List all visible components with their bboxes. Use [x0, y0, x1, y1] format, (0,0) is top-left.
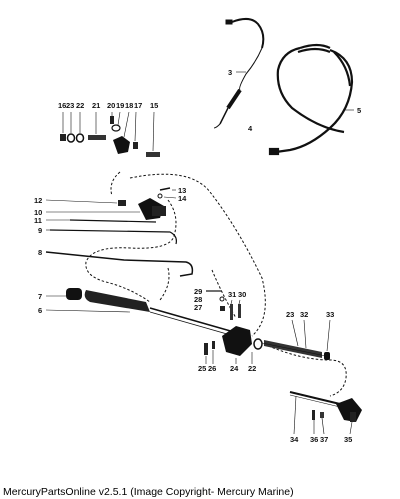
callout-21: 21	[92, 101, 100, 110]
part-36-pin[interactable]	[312, 410, 315, 420]
callout-22: 22	[248, 364, 256, 373]
part-14-washer[interactable]	[157, 193, 163, 199]
callout-12: 12	[34, 196, 42, 205]
callout-15: 15	[150, 101, 158, 110]
callout-6: 6	[38, 306, 42, 315]
part-33-fitting[interactable]	[324, 352, 330, 360]
callout-17: 17	[134, 101, 142, 110]
part-5-harness[interactable]	[268, 43, 354, 156]
callout-31: 31	[228, 290, 236, 299]
leaders-6-7	[45, 295, 131, 313]
callout-8: 8	[38, 248, 42, 257]
part-19-clip[interactable]	[111, 124, 121, 132]
part-27-nut[interactable]	[220, 306, 225, 311]
part-16-bushing[interactable]	[60, 134, 66, 141]
leaders-27-31	[205, 299, 253, 364]
parts-diagram: 3 4 5 16 23 22 21 20 19 18 17 15 13 14 1…	[34, 18, 362, 444]
leaders-34-37	[293, 395, 353, 435]
leaders-mid-left	[45, 189, 177, 231]
part-26-screw[interactable]	[212, 341, 215, 349]
callout-23: 23	[286, 310, 294, 319]
part-17-pin[interactable]	[133, 142, 138, 149]
routing-path	[85, 171, 347, 397]
callout-20: 20	[107, 101, 115, 110]
part-15-spacer[interactable]	[146, 152, 160, 157]
part-37-clip[interactable]	[320, 412, 324, 418]
callout-24: 24	[230, 364, 239, 373]
callout-16: 16	[58, 101, 66, 110]
callout-37: 37	[320, 435, 328, 444]
callout-23-top: 23	[66, 101, 74, 110]
part-18-bracket[interactable]	[113, 136, 130, 154]
part-8-linkage-rod[interactable]	[45, 251, 194, 277]
callout-labels: 3 4 5 16 23 22 21 20 19 18 17 15 13 14 1…	[34, 68, 361, 444]
callout-36: 36	[310, 435, 318, 444]
callout-29: 29	[194, 287, 202, 296]
part-32-shaft[interactable]	[261, 340, 327, 358]
callout-14: 14	[178, 194, 187, 203]
callout-25: 25	[198, 364, 206, 373]
callout-10: 10	[34, 208, 42, 217]
leaders-23-33	[291, 319, 331, 352]
part-31-spring[interactable]	[230, 304, 233, 320]
part-7-grip[interactable]	[66, 288, 82, 300]
callout-18: 18	[125, 101, 133, 110]
part-35-lever[interactable]	[336, 398, 362, 422]
part-30-pin[interactable]	[238, 304, 241, 318]
callout-30: 30	[238, 290, 246, 299]
part-21-bolt[interactable]	[88, 135, 106, 140]
copyright-footer: MercuryPartsOnline v2.5.1 (Image Copyrig…	[3, 486, 294, 498]
callout-19: 19	[116, 101, 124, 110]
part-12-plug[interactable]	[118, 200, 126, 206]
part-3-cable[interactable]	[213, 18, 265, 129]
callout-5: 5	[357, 106, 361, 115]
callout-28: 28	[194, 295, 202, 304]
callout-22-top: 22	[76, 101, 84, 110]
part-13-screw[interactable]	[159, 187, 171, 191]
callout-32: 32	[300, 310, 308, 319]
callout-7: 7	[38, 292, 42, 301]
part-22-washer-top[interactable]	[75, 133, 85, 143]
part-9-link[interactable]	[49, 229, 177, 245]
part-28-washer[interactable]	[219, 296, 225, 302]
callout-4: 4	[248, 124, 253, 133]
callout-33: 33	[326, 310, 334, 319]
callout-3: 3	[228, 68, 232, 77]
part-25-bolt[interactable]	[204, 343, 208, 355]
part-20-screw[interactable]	[110, 116, 114, 124]
part-22-washer[interactable]	[253, 338, 263, 350]
leaders-top-group	[62, 111, 155, 152]
callout-35: 35	[344, 435, 352, 444]
callout-34: 34	[290, 435, 299, 444]
callout-27: 27	[194, 303, 202, 312]
part-10-block[interactable]	[138, 198, 166, 220]
part-11-rod[interactable]	[69, 219, 157, 223]
callout-11: 11	[34, 216, 42, 225]
callout-13: 13	[178, 186, 186, 195]
callout-26: 26	[208, 364, 216, 373]
callout-9: 9	[38, 226, 42, 235]
part-24-bracket[interactable]	[222, 326, 252, 356]
part-23-washer-top[interactable]	[66, 133, 76, 143]
part-34-rod[interactable]	[289, 391, 341, 408]
